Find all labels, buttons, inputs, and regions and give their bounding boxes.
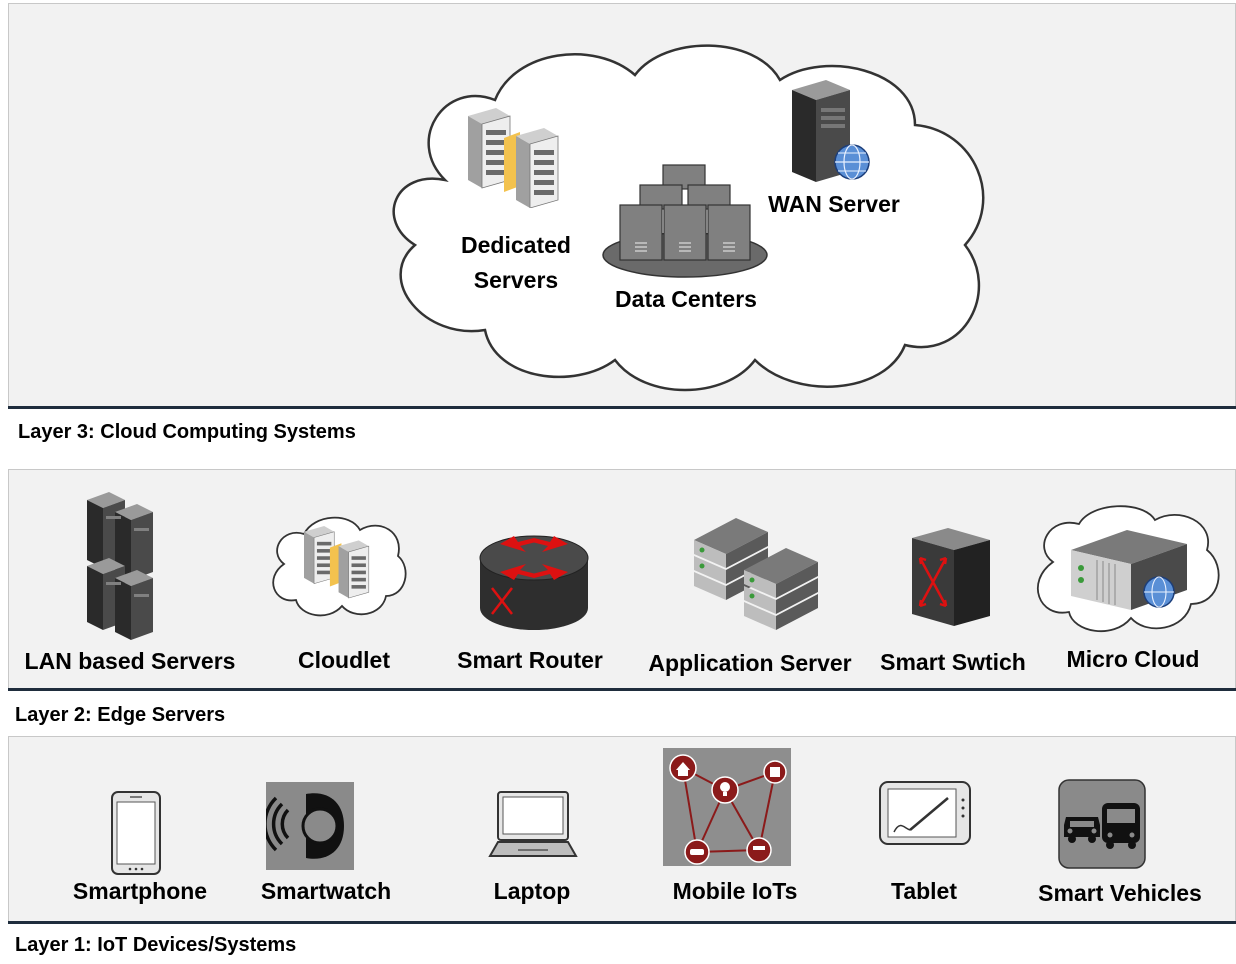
dedicated-servers-line1: Dedicated <box>461 232 571 258</box>
data-center-icon <box>600 163 770 281</box>
vehicles-icon <box>1058 779 1146 869</box>
tablet-label: Tablet <box>890 878 958 904</box>
smart-router-label: Smart Router <box>457 647 603 673</box>
cloudlet-label: Cloudlet <box>298 647 390 673</box>
smartwatch-label: Smartwatch <box>260 878 392 904</box>
smart-vehicles-label: Smart Vehicles <box>1038 880 1202 906</box>
application-server-label: Application Server <box>648 650 852 676</box>
wan-server-icon <box>790 80 870 190</box>
micro-cloud-label: Micro Cloud <box>1066 646 1200 672</box>
tablet-icon <box>878 780 972 846</box>
layer2-title: Layer 2: Edge Servers <box>15 704 226 726</box>
switch-icon <box>908 528 994 628</box>
layer3-title: Layer 3: Cloud Computing Systems <box>18 421 356 443</box>
smartphone-icon <box>110 790 162 876</box>
layer1-title: Layer 1: IoT Devices/Systems <box>15 934 297 956</box>
smartphone-label: Smartphone <box>72 878 208 904</box>
wan-server-label: WAN Server <box>768 191 900 217</box>
layer3-divider <box>8 406 1236 409</box>
micro-cloud-icon <box>1027 500 1227 642</box>
cloudlet-icon <box>262 512 412 624</box>
layer1-panel <box>8 736 1236 924</box>
layer2-divider <box>8 688 1236 691</box>
layer1-divider <box>8 921 1236 924</box>
dedicated-servers-label: Dedicated Servers <box>461 228 571 297</box>
dedicated-servers-line2: Servers <box>473 266 559 293</box>
application-server-icon <box>686 510 831 640</box>
server-rack-icon <box>468 108 568 208</box>
laptop-icon <box>488 790 580 862</box>
server-stack-icon <box>85 490 175 640</box>
lan-servers-label: LAN based Servers <box>24 648 236 674</box>
smart-switch-label: Smart Swtich <box>880 649 1026 675</box>
router-icon <box>478 522 590 634</box>
smartwatch-icon <box>266 782 354 870</box>
laptop-label: Laptop <box>493 878 571 904</box>
layer2-panel <box>8 469 1236 691</box>
data-centers-label: Data Centers <box>615 286 757 312</box>
iot-network-icon <box>663 748 791 866</box>
mobile-iots-label: Mobile IoTs <box>672 878 798 904</box>
